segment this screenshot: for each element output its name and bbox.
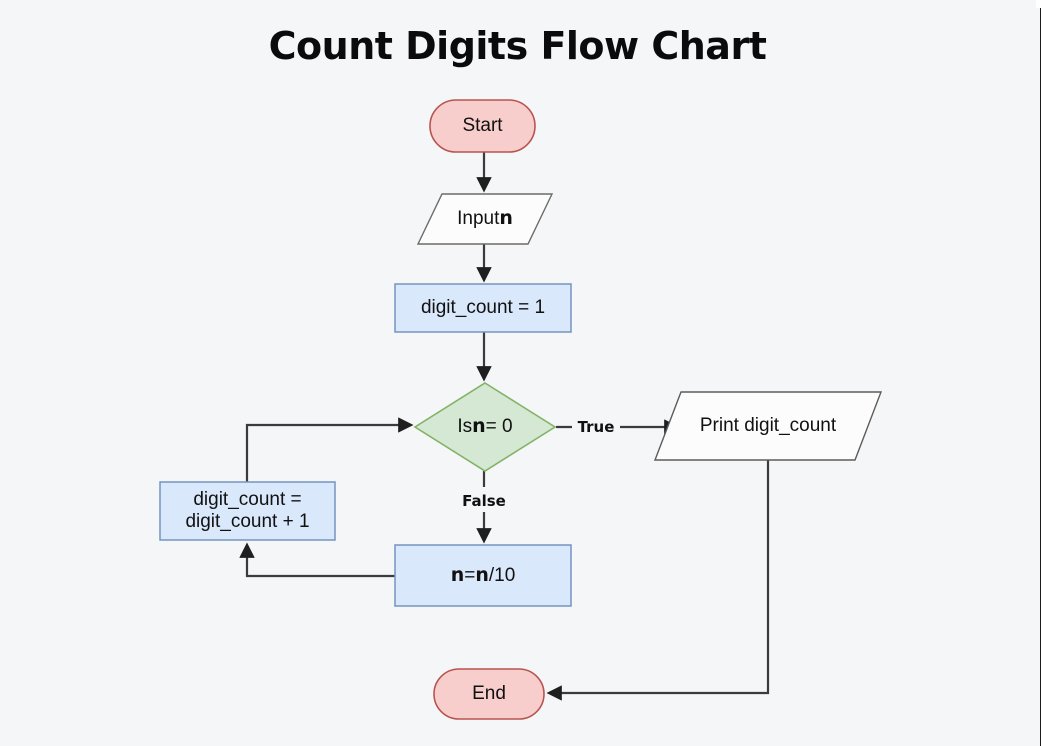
- node-init[interactable]: [394, 283, 572, 333]
- page-title: Count Digits Flow Chart: [268, 24, 767, 68]
- right-edge-rail-gap: [1036, 0, 1043, 8]
- node-start[interactable]: [429, 99, 536, 153]
- edge-print-to-end: [546, 460, 770, 701]
- node-divide[interactable]: [394, 544, 572, 607]
- node-end[interactable]: [433, 668, 545, 720]
- node-input[interactable]: [416, 193, 554, 245]
- node-print[interactable]: [653, 391, 883, 461]
- node-decision[interactable]: [413, 382, 557, 472]
- right-edge-rail: [1040, 0, 1043, 746]
- edge-increment-to-decision: [245, 417, 414, 482]
- node-increment[interactable]: [159, 481, 336, 541]
- edge-divide-to-increment: [239, 542, 395, 578]
